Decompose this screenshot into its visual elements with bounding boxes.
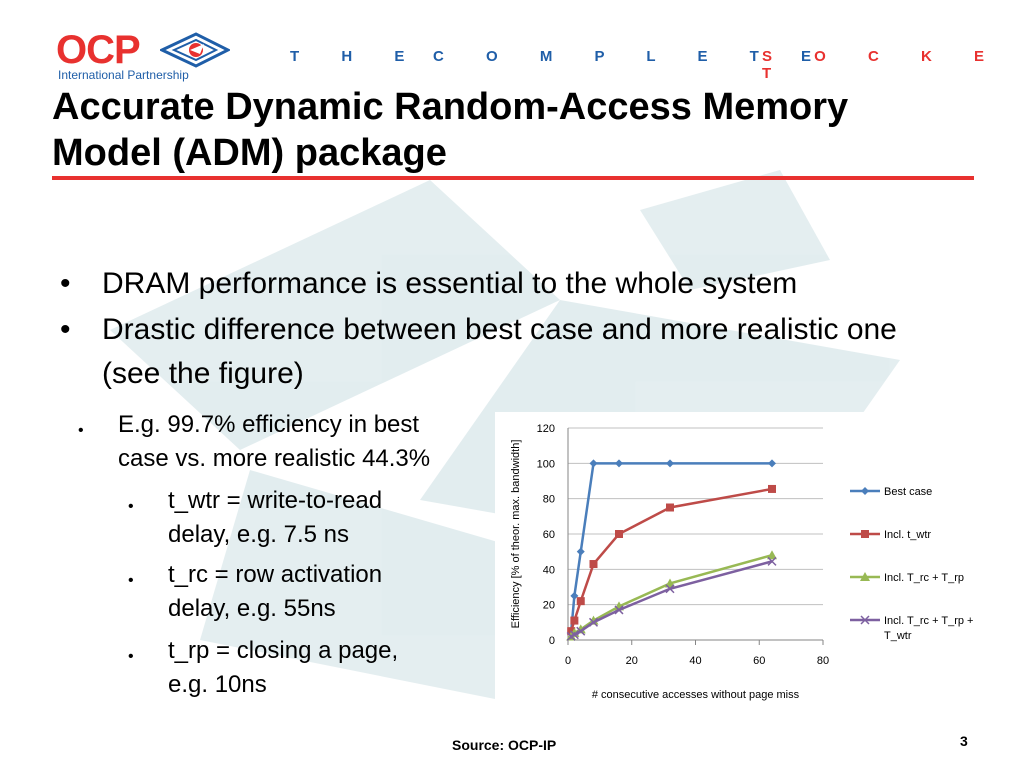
sub-bullet-line-2: case vs. more realistic 44.3% [118, 445, 431, 472]
data-point [570, 591, 579, 600]
x-tick-label: 60 [753, 655, 765, 667]
title-underline [52, 176, 974, 180]
y-axis-label: Efficiency [% of theor. max. bandwidth] [510, 440, 522, 629]
data-point [615, 459, 623, 468]
bullet-dot: • [128, 572, 134, 589]
series-line [570, 553, 773, 638]
sub-bullet-line-1: t_rc = row activation [168, 561, 383, 588]
y-tick-label: 20 [543, 600, 555, 612]
logo-chevron-icon [160, 32, 230, 68]
data-point [576, 597, 585, 606]
sub-sub-bullet-item: • t_rc = row activation delay, e.g. 55ns [128, 558, 458, 626]
data-point [576, 547, 585, 556]
tagline-the: T H E [290, 48, 417, 65]
data-point [767, 550, 777, 560]
x-tick-label: 80 [817, 655, 829, 667]
bullet-dot: • [60, 267, 71, 300]
data-point [768, 484, 776, 493]
data-point [576, 626, 586, 636]
data-point [589, 560, 598, 569]
slide-title: Accurate Dynamic Random-Access Memory Mo… [52, 84, 972, 176]
sub-bullet-line-1: t_rp = closing a page, [168, 637, 399, 664]
series-line [570, 560, 773, 638]
sub-bullet-line-2: delay, e.g. 55ns [168, 595, 336, 622]
data-point [860, 615, 870, 625]
data-point [860, 572, 870, 581]
page-number: 3 [960, 733, 968, 749]
data-point [615, 530, 623, 538]
data-point [588, 617, 599, 627]
y-tick-label: 120 [537, 423, 555, 435]
ocp-logo: OCP International Partnership [56, 28, 296, 88]
y-tick-label: 100 [537, 458, 555, 470]
data-point [768, 459, 776, 468]
y-tick-label: 60 [543, 529, 555, 541]
legend-label: T_wtr [884, 630, 912, 642]
legend-label: Incl. T_rc + T_rp [884, 572, 964, 584]
efficiency-chart: 0 20 40 60 80 100 120 0 20 40 60 80 # consecutive ac… [495, 412, 1015, 722]
bullet-dot: • [78, 422, 84, 439]
data-point [861, 530, 869, 538]
sub-sub-bullet-item: • t_wtr = write-to-read delay, e.g. 7.5 … [128, 484, 458, 552]
y-tick-label: 80 [543, 494, 555, 506]
data-point [570, 616, 579, 625]
title-line-2: Model (ADM) package [52, 132, 447, 174]
bullet-text: DRAM performance is essential to the who… [102, 267, 798, 300]
title-line-1: Accurate Dynamic Random-Access Memory [52, 86, 849, 128]
logo-text: OCP [56, 28, 141, 72]
legend-label: Incl. T_rc + T_rp + [884, 615, 973, 627]
sub-bullet-item: • E.g. 99.7% efficiency in best case vs.… [78, 408, 498, 476]
bullet-dot: • [128, 498, 134, 515]
source-note: Source: OCP-IP [452, 737, 557, 753]
bullet-text: Drastic difference between best case and… [102, 313, 897, 390]
data-point [569, 630, 579, 640]
y-tick-label: 0 [549, 635, 555, 647]
series-line [569, 462, 772, 632]
data-point [665, 584, 675, 594]
data-point [666, 503, 674, 512]
x-tick-label: 0 [565, 655, 571, 667]
sub-sub-bullet-item: • t_rp = closing a page, e.g. 10ns [128, 634, 458, 702]
x-axis-label: # consecutive accesses without page miss [592, 689, 800, 701]
tagline-complete: C O M P L E T E [433, 48, 823, 65]
chart-svg: 0 20 40 60 80 100 120 0 20 40 60 80 # consecutive ac… [510, 423, 973, 701]
logo-subtitle: International Partnership [58, 68, 189, 82]
sub-bullet-line-2: e.g. 10ns [168, 671, 267, 698]
bullet-dot: • [128, 648, 134, 665]
sub-bullet-line-2: delay, e.g. 7.5 ns [168, 521, 350, 548]
sub-bullet-line-1: t_wtr = write-to-read [168, 487, 383, 514]
data-point [666, 459, 674, 468]
x-tick-label: 40 [689, 655, 701, 667]
x-tick-label: 20 [626, 655, 638, 667]
data-point [861, 487, 869, 495]
data-point [767, 556, 777, 566]
y-tick-label: 40 [543, 564, 555, 576]
legend-label: Best case [884, 486, 932, 498]
tagline-socket: S O C K E T [762, 48, 997, 82]
bullet-dot: • [60, 313, 71, 346]
legend-label: Incl. t_wtr [884, 529, 931, 541]
data-point [589, 459, 598, 468]
sub-bullet-line-1: E.g. 99.7% efficiency in best [118, 411, 420, 438]
data-point [614, 605, 624, 615]
